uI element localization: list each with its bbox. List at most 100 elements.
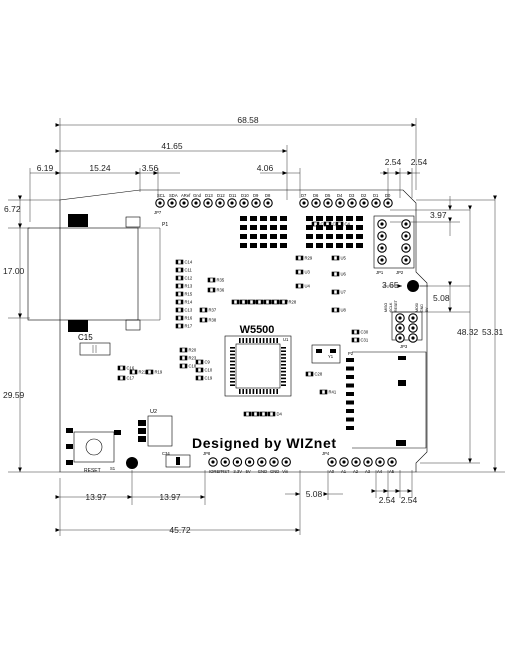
dim-2-54-a: 2.54 (385, 157, 402, 167)
component-r35: R35 (207, 278, 225, 283)
svg-text:R41: R41 (329, 390, 337, 395)
svg-text:C4: C4 (345, 222, 351, 227)
resistor-array-part (356, 216, 363, 221)
bottom-power-pin-label: 5V (246, 469, 251, 474)
component-u5: U5 (331, 256, 347, 261)
component-c11: C11 (175, 268, 193, 273)
resistor-array-part (336, 243, 343, 248)
resistor-array-part (306, 216, 313, 221)
top-header-pin-label: D9 (253, 193, 259, 198)
jp8-label: JP8 (203, 451, 211, 456)
component-r38: R38 (199, 318, 217, 323)
icsp-label-5: 5V (425, 307, 429, 312)
bottom-power-pin-label: RST (221, 469, 230, 474)
rj45-jack: P1 (27, 214, 168, 332)
resistor-array-part (316, 216, 323, 221)
component-d4: D4 (267, 412, 283, 417)
svg-text:U8: U8 (341, 308, 347, 313)
dim-5-08-right: 5.08 (433, 293, 450, 303)
resistor-array-part (326, 234, 333, 239)
led-part (240, 216, 247, 221)
svg-text:R17: R17 (185, 324, 193, 329)
resistor-array-part (316, 225, 323, 230)
dim-13-97-b: 13.97 (159, 492, 181, 502)
led-part (260, 243, 267, 248)
regulator-u2: U2 (138, 409, 173, 447)
svg-text:R14: R14 (185, 300, 193, 305)
led-part (280, 216, 287, 221)
p2-label: P2 (348, 351, 354, 356)
dim-2-54-b: 2.54 (411, 157, 428, 167)
top-header-pin-label: SDA (169, 193, 178, 198)
jp4-label: JP4 (322, 451, 330, 456)
svg-text:R35: R35 (217, 278, 225, 283)
svg-text:C17: C17 (127, 376, 135, 381)
component-u3: U3 (295, 270, 311, 275)
top-header-pin-label: ARef (181, 193, 191, 198)
top-header-pin-label: D4 (337, 193, 343, 198)
icsp-label-3: MOSI (415, 303, 419, 312)
jp2-label: JP2 (396, 270, 404, 275)
c34-label: C34 (162, 451, 170, 456)
dim-6-72: 6.72 (4, 204, 21, 214)
svg-text:U6: U6 (341, 272, 347, 277)
y1-label: Y1 (328, 354, 334, 359)
svg-text:U4: U4 (305, 284, 311, 289)
dim-15-24: 15.24 (89, 163, 111, 173)
svg-text:C14: C14 (185, 260, 193, 265)
svg-text:C11: C11 (185, 268, 193, 273)
jp7-label: JP7 (154, 210, 162, 215)
svg-text:R13: R13 (185, 284, 193, 289)
svg-text:C9: C9 (205, 360, 211, 365)
svg-text:R36: R36 (217, 288, 225, 293)
crystal-y1: Y1 (311, 344, 341, 364)
u2-label: U2 (150, 409, 157, 415)
component-r15: R15 (175, 292, 193, 297)
jp3-label: JP3 (400, 344, 408, 349)
component-c30: C30 (351, 330, 369, 335)
component-c10: C10 (195, 368, 213, 373)
dim-29-59: 29.59 (3, 390, 25, 400)
top-header-pin-label: D2 (361, 193, 367, 198)
led-part (270, 216, 277, 221)
icsp-label-2: RESET (394, 299, 398, 312)
led-part (270, 225, 277, 230)
resistor-array-part (346, 234, 353, 239)
dim-5-08-bottom: 5.08 (306, 489, 323, 499)
reset-button: RESET S1 (66, 428, 121, 474)
svg-text:R28: R28 (289, 300, 297, 305)
svg-text:R16: R16 (185, 316, 193, 321)
svg-text:R38: R38 (209, 318, 217, 323)
svg-text:U5: U5 (341, 256, 347, 261)
component-r28: R28 (279, 300, 297, 305)
svg-text:R21: R21 (139, 370, 147, 375)
resistor-array-part (306, 225, 313, 230)
resistor-array-part (356, 234, 363, 239)
component-r21: R21 (129, 370, 147, 375)
dim-3-97: 3.97 (430, 210, 447, 220)
icsp-label-4: GND (420, 304, 424, 312)
led-part (280, 243, 287, 248)
resistor-array-part (326, 225, 333, 230)
component-c28: C28 (305, 372, 323, 377)
led-part (280, 234, 287, 239)
led-part (250, 243, 257, 248)
component-c17: C17 (117, 376, 135, 381)
component-c9: C9 (195, 360, 211, 365)
svg-text:C3: C3 (333, 222, 339, 227)
mounting-hole-bottom-left (126, 457, 138, 469)
bottom-analog-pin-label: A5 (389, 469, 395, 474)
component-c19: C19 (195, 376, 213, 381)
component-c16: C16 (117, 366, 135, 371)
led-part (250, 234, 257, 239)
dim-45-72: 45.72 (169, 525, 191, 535)
svg-text:R29: R29 (305, 256, 313, 261)
component-u4: U4 (295, 284, 311, 289)
resistor-array-part (336, 234, 343, 239)
dim-3-65: 3.65 (382, 280, 399, 290)
dim-6-19: 6.19 (37, 163, 54, 173)
resistor-array-part (326, 243, 333, 248)
component-r41: R41 (319, 390, 337, 395)
led-part (250, 216, 257, 221)
